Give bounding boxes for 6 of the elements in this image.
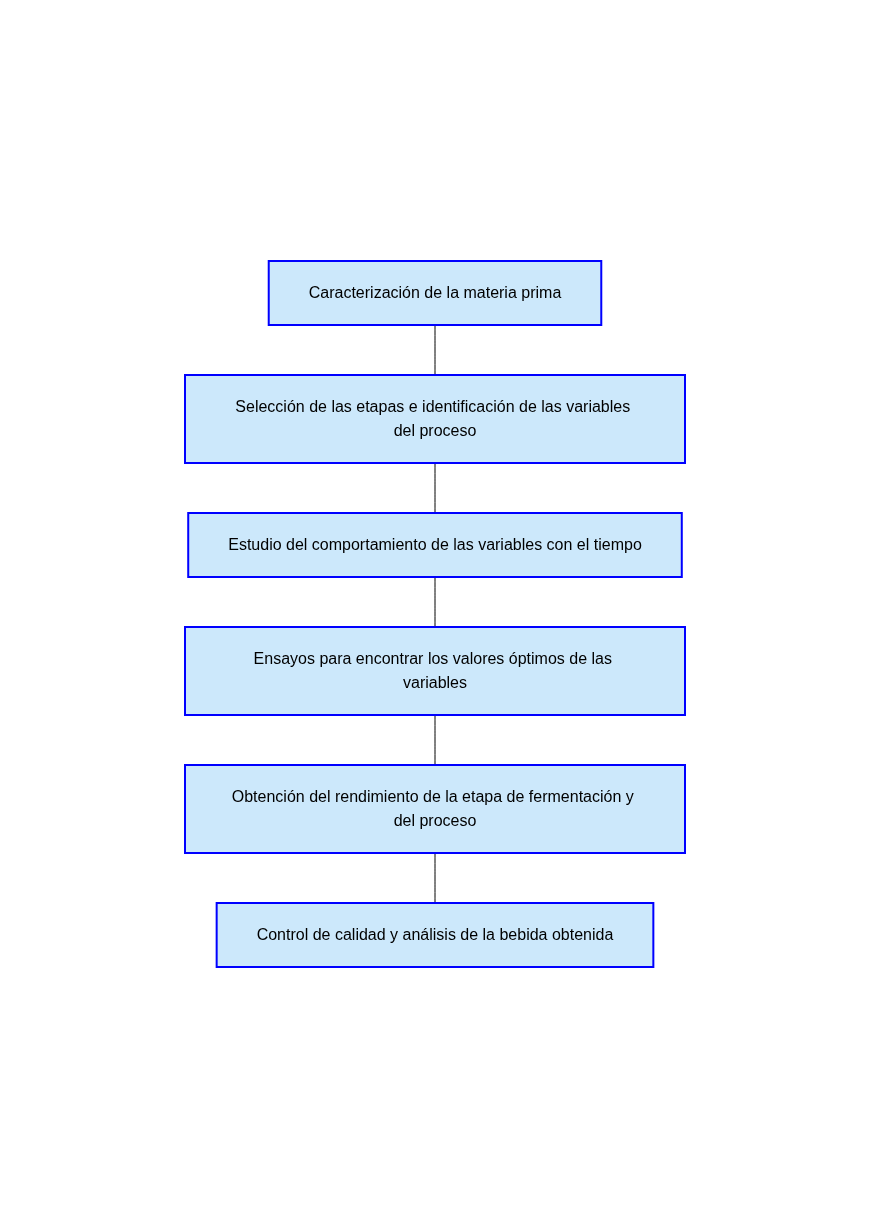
node-box: Estudio del comportamiento de las variables con el tiempo (186, 512, 683, 578)
node-box: Control de calidad y análisis de la bebida obtenida (215, 902, 654, 968)
node-box: Obtención del rendimiento de la etapa de fermentación y del proceso (183, 764, 686, 854)
node-box: Ensayos para encontrar los valores óptimos de las variables (183, 626, 686, 716)
node-box: Selección de las etapas e identificación de las variables del proceso (183, 374, 686, 464)
node-box: Caracterización de la materia prima (267, 260, 602, 326)
